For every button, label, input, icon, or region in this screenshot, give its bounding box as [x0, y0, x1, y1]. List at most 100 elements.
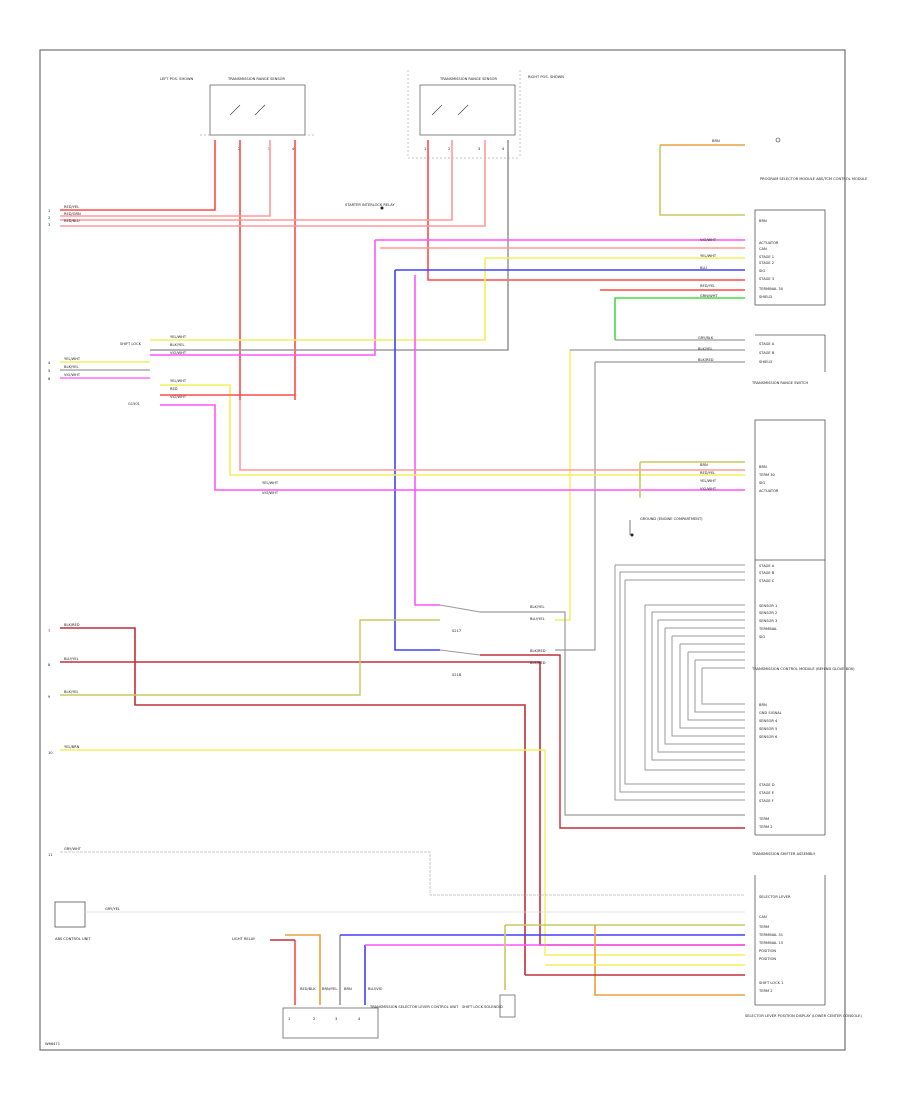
- left2-num-2: 5: [48, 369, 50, 373]
- mid-left-num-2: 8: [48, 663, 51, 667]
- ground-symbol-top: [775, 137, 781, 143]
- switch-right-title: TRANSMISSION RANGE SENSOR: [439, 77, 497, 81]
- bottom-pin-1: SELECTOR LEVER: [759, 895, 791, 899]
- tcm-top-pin-3: CAN: [759, 247, 767, 251]
- footer-code: W66471: [45, 1042, 60, 1046]
- switch-left-body: [209, 84, 306, 136]
- mid-wire-label-2: VIO/WHT: [262, 491, 279, 495]
- switch-left-pin-3: 3: [268, 147, 270, 151]
- mid-pin-2: TERM 30: [758, 473, 775, 477]
- mid-connector-box: [754, 419, 826, 561]
- bottom-wire-2: BRN/YEL: [322, 987, 337, 991]
- tcu-pin-15: STAGE E: [759, 791, 775, 795]
- switch-right: TRANSMISSION RANGE SENSOR RIGHT POS. SHO…: [407, 70, 564, 159]
- tcu-pin-9: BRN: [759, 703, 767, 707]
- ground-symbol-mid: [630, 533, 634, 537]
- tcm-top-pin-4: STAGE 1: [759, 255, 774, 259]
- bottom-switch-title: LIGHT RELAY: [232, 937, 256, 941]
- tcm-top-wire-0: BRN: [712, 139, 720, 143]
- tcu-pin-6: SENSOR 3: [759, 619, 777, 623]
- bottom-switch-label: TRANSMISSION SELECTOR LEVER CONTROL UNIT: [369, 1005, 459, 1009]
- wire-yel-brn: [60, 749, 745, 956]
- left-line-2: RED/GRN: [64, 212, 81, 216]
- tcm-top-box: [754, 209, 826, 306]
- tcu-pin-11: SENSOR 4: [759, 719, 778, 723]
- bottom-left-wire: GRY/WHT: [64, 847, 82, 851]
- range-pin-3: SHIELD: [759, 360, 772, 364]
- tcu-pin-16: STAGE F: [759, 799, 774, 803]
- wire-vio-drop: [414, 275, 440, 606]
- mid-wire-label-1: YEL/WHT: [262, 481, 279, 485]
- tcu-pin-5: SENSOR 2: [759, 611, 777, 615]
- bottom-switch-pin-3: 3: [335, 1017, 337, 1021]
- tcu-pin-7: TERMINAL: [758, 627, 777, 631]
- switch-left-pin-4: 4: [292, 147, 295, 151]
- switch-right-pin-1: 1: [424, 147, 426, 151]
- tcm-top-wire-5: GRN/WHT: [700, 294, 718, 298]
- tcm-top-pin-8: TERMINAL 30: [758, 287, 784, 291]
- left2-line-1: YEL/WHT: [64, 357, 81, 361]
- wire-blu-drop: [394, 270, 440, 651]
- pass-wire-4: BLK/RED: [530, 661, 546, 665]
- bottom-switch-pin-2: 2: [313, 1017, 315, 1021]
- tcu-pin-1: STAGE A: [759, 564, 775, 568]
- mid-pin-3: SIG: [759, 481, 765, 485]
- switch-drops: [60, 140, 745, 400]
- shift-lock-solenoid-label: SHIFT LOCK SOLENOID: [462, 1005, 503, 1009]
- left-num-1: 1: [48, 209, 50, 213]
- tcm-top-pin-2: ACTUATOR: [759, 241, 779, 245]
- left-wire-label-3: VIO/WHT: [170, 351, 187, 355]
- wire-yel-top: [150, 258, 486, 341]
- switch-right-pin-3: 3: [478, 147, 480, 151]
- wire-red-blk-left: [60, 140, 271, 217]
- splice-2: S218: [452, 673, 462, 677]
- range-switch-connector: STAGE A STAGE B SHIELD GRY/BLK BLK/YEL B…: [555, 334, 826, 651]
- bottom-switch-pin-1: 1: [288, 1017, 290, 1021]
- tcm-top-pin-6: SIG: [759, 269, 765, 273]
- wire-gry-right: [150, 140, 509, 351]
- bottom-left-num: 11: [48, 853, 53, 857]
- splice-1: S217: [452, 629, 461, 633]
- wire-grn-top: [614, 297, 745, 340]
- wire-red-yel-left: [60, 140, 216, 211]
- tcu-pin-2: STAGE B: [759, 571, 775, 575]
- left-num-2: 2: [48, 216, 50, 220]
- mid-left-wire-4: YEL/BRN: [64, 745, 80, 749]
- left2-line-2: BLK/YEL: [64, 365, 79, 369]
- bottom-switch-box: [282, 1007, 379, 1039]
- tcm-top-wire-1: VIO/WHT: [700, 238, 717, 242]
- bottom-connector: SELECTOR LEVER CAN TERM TERMINAL 31 TERM…: [745, 852, 862, 1018]
- bottom-harness: [270, 924, 745, 1005]
- range-wire-2: BLK/YEL: [698, 347, 713, 351]
- bottom-pin-4: TERMINAL 31: [758, 933, 783, 937]
- left2-num-3: 6: [48, 377, 51, 381]
- left-harness-top: 1 2 3 RED/YEL RED/GRN RED/BLU STARTER IN…: [48, 203, 395, 227]
- left-wire-label-5: RED: [170, 387, 178, 391]
- mid-wire-3: YEL/WHT: [700, 479, 717, 483]
- left-wire-label-1: YEL/WHT: [170, 335, 187, 339]
- tcm-top-pin-1: BRN: [759, 219, 767, 223]
- tcm-top-wire-3: BLU: [700, 266, 707, 270]
- range-wire-1: GRY/BLK: [698, 336, 714, 340]
- left-line-1: RED/YEL: [64, 205, 79, 209]
- bottom-pin-5: TERMINAL 15: [758, 941, 783, 945]
- bottom-pin-8: SHIFT LOCK 1: [759, 981, 783, 985]
- wire-olive-top: [659, 145, 745, 216]
- mid-pin-4: ACTUATOR: [759, 489, 779, 493]
- bottom-left: 11 GRY/WHT ABS CONTROL UNIT GRY/YEL: [48, 847, 745, 941]
- tcu-pin-3: STAGE C: [759, 579, 775, 583]
- wire-yel-mid: [160, 384, 745, 476]
- mid-left-wire-2: BLU/YEL: [64, 657, 79, 661]
- tcu-pin-12: SENSOR 5: [759, 727, 777, 731]
- switch-right-pin-4: 4: [502, 147, 505, 151]
- wire-blk-red: [60, 627, 526, 975]
- switch-right-body: [419, 84, 516, 136]
- mid-left-num-1: 7: [48, 629, 50, 633]
- bottom-wire-4: BLU/VIO: [368, 987, 383, 991]
- wire-bottom-orange-2: [594, 925, 745, 996]
- wire-red-grn-right: [60, 140, 453, 221]
- tcu-connector: STAGE A STAGE B STAGE C SENSOR 1 SENSOR …: [751, 560, 855, 836]
- abs-module-label: ABS CONTROL UNIT: [55, 937, 91, 941]
- tcu-label: TRANSMISSION CONTROL MODULE (BEHIND GLOV…: [751, 667, 855, 671]
